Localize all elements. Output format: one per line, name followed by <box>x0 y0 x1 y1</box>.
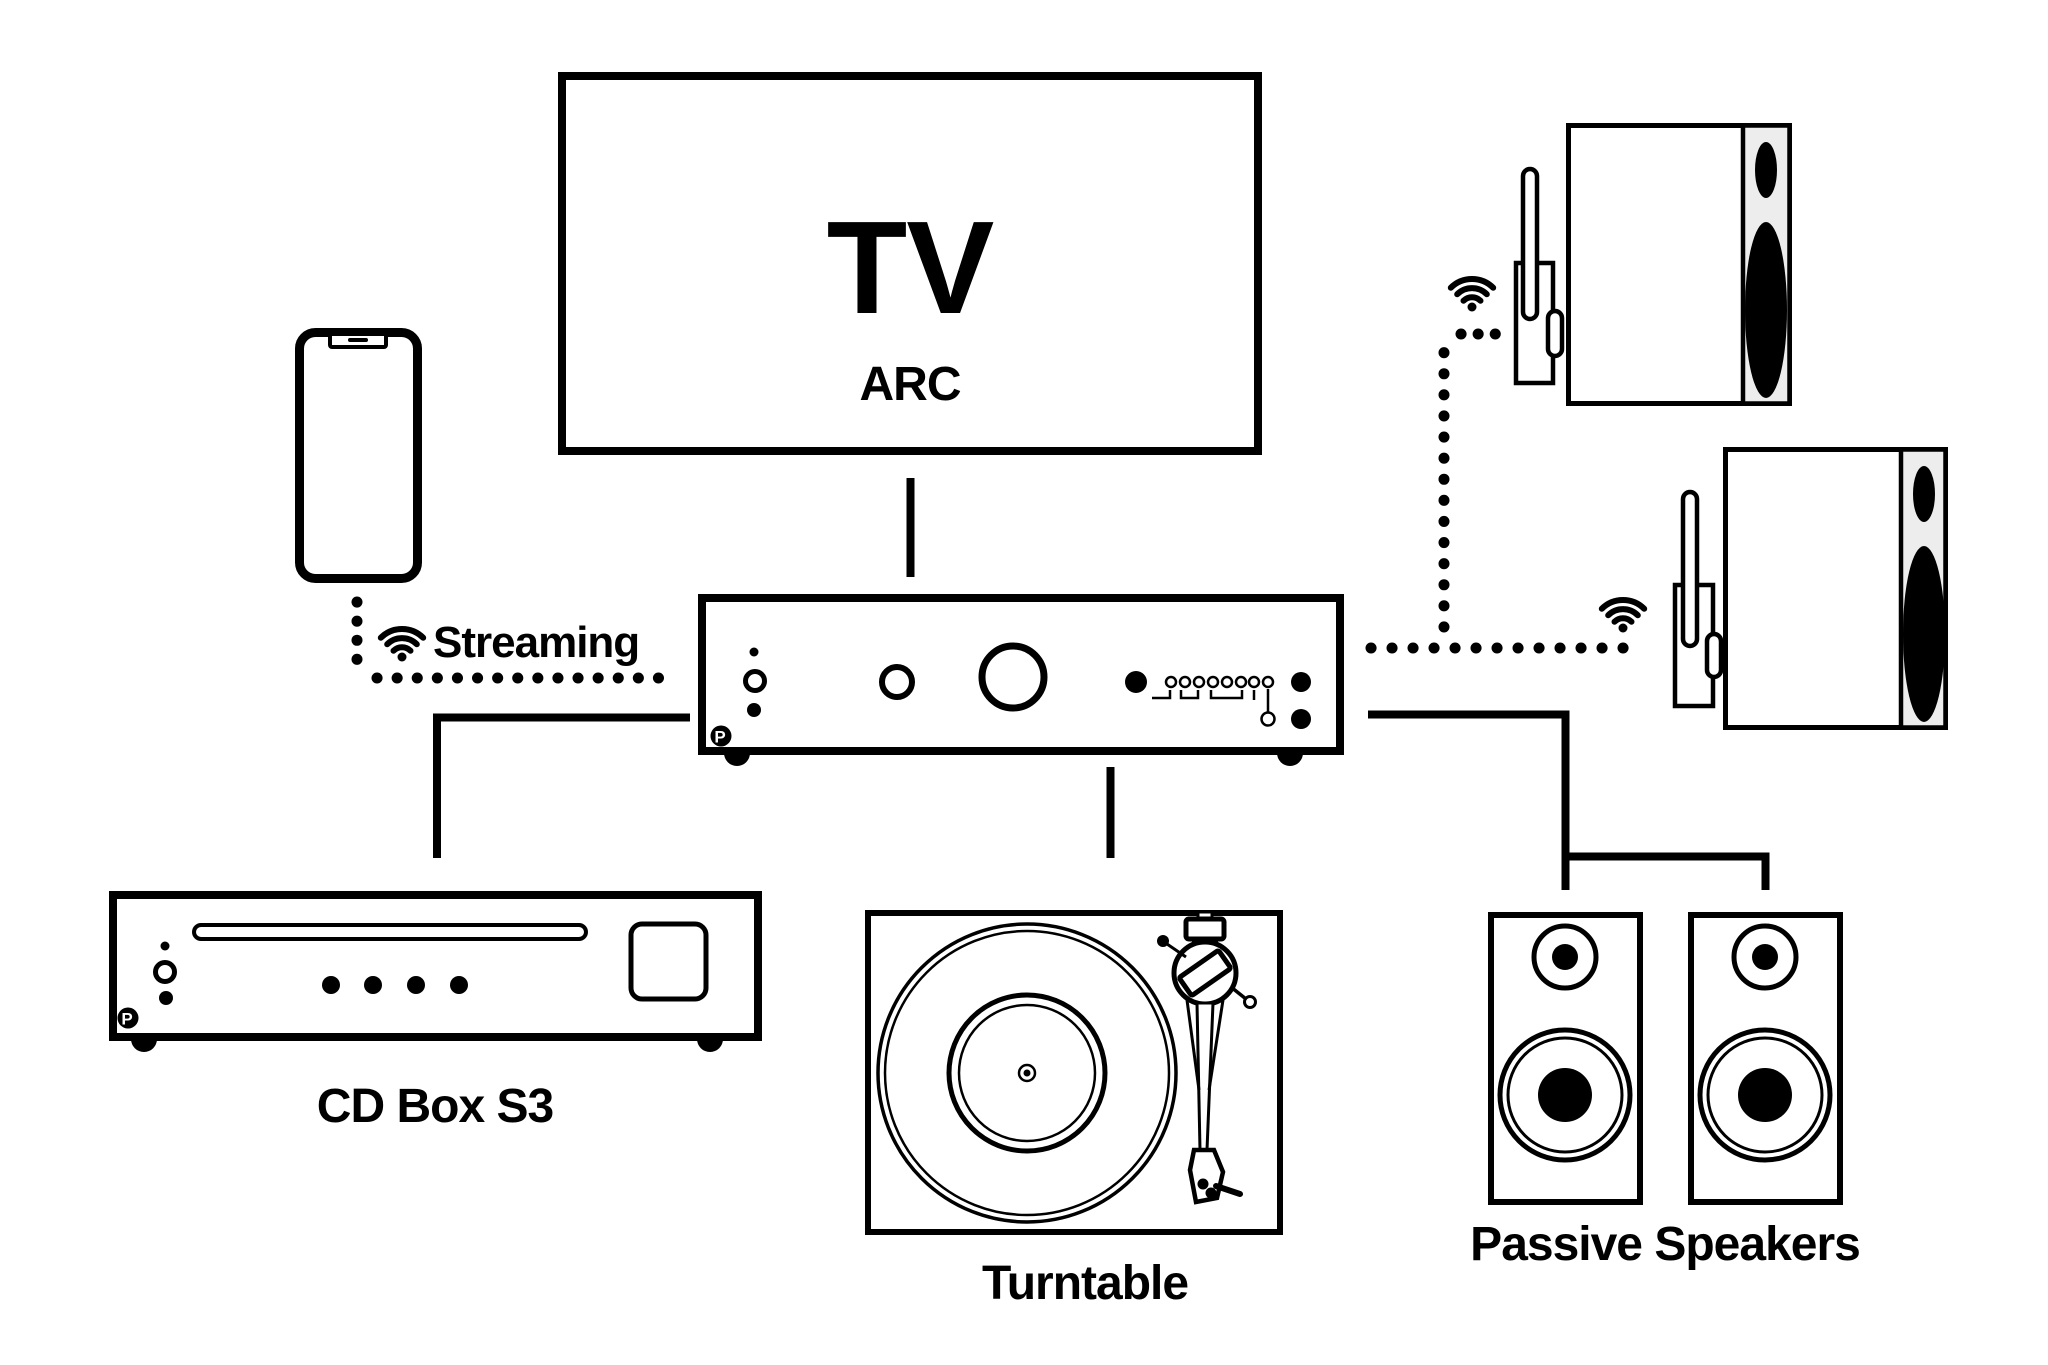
amplifier-power-button <box>743 669 767 693</box>
cd-player-label: CD Box S3 <box>317 1080 553 1133</box>
wireless-speaker-top <box>1451 123 1792 406</box>
turntable: Turntable <box>865 910 1283 1310</box>
tv-screen <box>558 72 1262 455</box>
passive-speaker-right <box>1688 912 1843 1205</box>
wireless-antenna <box>1680 489 1700 649</box>
cd-foot-left <box>131 1039 157 1052</box>
tonearm-antiskate <box>1229 985 1248 1001</box>
amplifier-foot-right <box>1277 753 1303 766</box>
smartphone <box>295 328 422 583</box>
amplifier-right-dot-bottom <box>1291 709 1311 729</box>
turntable-platter-outer <box>876 922 1178 1224</box>
tweeter <box>1731 923 1799 991</box>
svg-text:P: P <box>121 1010 132 1029</box>
tv: TV ARC <box>558 72 1262 455</box>
passive-speaker-left <box>1488 912 1643 1205</box>
wireless-knob <box>1545 308 1565 359</box>
cd-transport-buttons <box>322 976 468 994</box>
tonearm-finger-lift <box>1213 1183 1243 1197</box>
tweeter <box>1913 466 1935 522</box>
cd-player: P CD Box S3 <box>109 891 762 1133</box>
phone-body <box>295 328 422 583</box>
passive-speakers-label: Passive Speakers <box>1470 1218 1860 1271</box>
wireless-knob <box>1704 631 1724 680</box>
amplifier-input-group-marks <box>1152 689 1270 712</box>
amplifier-right-dot-top <box>1291 672 1311 692</box>
amplifier-volume-knob <box>978 642 1048 712</box>
streaming-label: Streaming <box>433 618 639 667</box>
amplifier-input-knob <box>879 664 915 700</box>
tv-label: TV <box>827 194 995 341</box>
passive-speakers: Passive Speakers <box>1470 912 1861 1271</box>
turntable-record-label-inner <box>957 1003 1097 1143</box>
woofer <box>1903 546 1945 722</box>
amplifier-remote-sensor <box>1260 711 1276 727</box>
wifi-icon <box>1451 279 1493 311</box>
woofer <box>1745 222 1787 398</box>
turntable-spindle <box>1023 1069 1031 1077</box>
woofer <box>1697 1027 1833 1163</box>
streaming-annotation: Streaming <box>381 618 640 667</box>
turntable-record-label-outer <box>946 992 1108 1154</box>
cd-power-led <box>160 941 170 951</box>
amplifier-headphone-jack <box>747 703 761 717</box>
amplifier-foot-left <box>724 753 750 766</box>
cd-slot <box>192 923 588 941</box>
tweeter <box>1755 142 1777 198</box>
cd-foot-right <box>697 1039 723 1052</box>
speaker-cabinet <box>1488 912 1643 1205</box>
turntable-label: Turntable <box>982 1257 1188 1310</box>
brand-logo: P <box>710 725 732 747</box>
svg-text:P: P <box>714 728 725 747</box>
brand-logo: P <box>117 1007 139 1029</box>
tonearm-counterweight <box>1183 916 1227 942</box>
amplifier-power-led <box>749 647 759 657</box>
connection-lines <box>351 328 1770 890</box>
turntable-spindle-ring <box>1017 1063 1037 1083</box>
cd-jack-dot <box>159 991 173 1005</box>
wireless-antenna <box>1520 166 1540 322</box>
woofer <box>1497 1027 1633 1163</box>
amplifier-input-leds <box>1152 675 1276 727</box>
tonearm <box>1157 910 1257 1205</box>
cd-display-window <box>628 921 709 1002</box>
cd-amplifier-cable <box>433 713 690 858</box>
wifi-icon <box>381 629 423 661</box>
wifi-icon <box>1602 600 1644 632</box>
speaker-cable-left <box>1368 710 1570 890</box>
tv-arc-label: ARC <box>860 358 961 411</box>
speaker-cable-right <box>1562 852 1770 890</box>
amplifier: P <box>698 594 1344 766</box>
amplifier-source-dot <box>1125 671 1147 693</box>
wireless-speaker-middle <box>1602 447 1948 730</box>
cd-power-button <box>153 960 177 984</box>
tweeter <box>1531 923 1599 991</box>
turntable-platter-inner-ring <box>883 929 1171 1217</box>
